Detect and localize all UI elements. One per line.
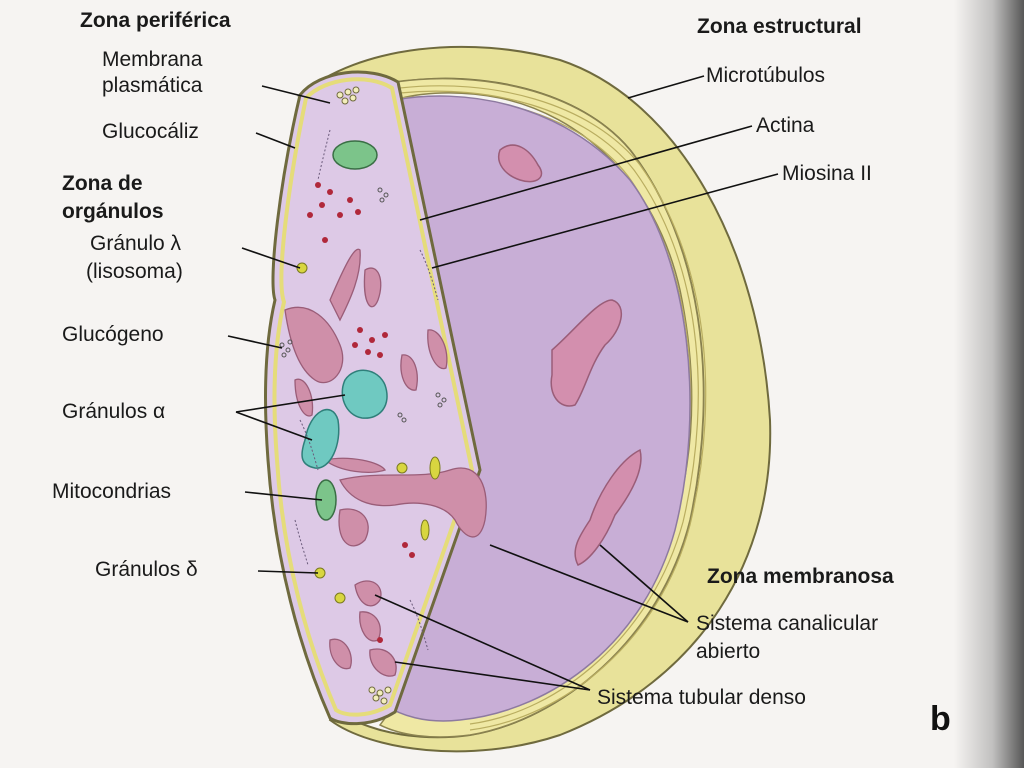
label-actin: Actina bbox=[756, 114, 815, 137]
heading-organelle-zone-2: orgánulos bbox=[62, 200, 164, 223]
alpha-granule bbox=[301, 408, 340, 469]
label-alpha-granules: Gránulos α bbox=[62, 400, 166, 423]
canalicular-blobs-section bbox=[284, 248, 487, 677]
label-dense-tubular: Sistema tubular denso bbox=[597, 686, 806, 709]
actin-filaments bbox=[294, 129, 439, 651]
platelet-inner-face bbox=[384, 95, 691, 722]
label-glycogen: Glucógeno bbox=[62, 323, 164, 346]
glycogen-clusters bbox=[279, 187, 447, 423]
label-open-canalicular-2: abierto bbox=[696, 640, 761, 663]
label-microtubules: Microtúbulos bbox=[706, 64, 826, 87]
label-delta-granules: Gránulos δ bbox=[95, 558, 198, 581]
canalicular-blobs-face bbox=[498, 144, 642, 566]
lambda-granule bbox=[296, 262, 308, 274]
figure-letter: b bbox=[930, 700, 951, 738]
alpha-granule bbox=[341, 369, 388, 419]
mitochondrion bbox=[332, 140, 378, 170]
label-myosin: Miosina II bbox=[782, 162, 872, 185]
label-plasma-membrane-2: plasmática bbox=[102, 74, 203, 97]
microtubule-bundles bbox=[336, 86, 392, 705]
page-edge-shadow bbox=[954, 0, 1024, 768]
heading-peripheral-zone: Zona periférica bbox=[80, 9, 231, 32]
label-lambda-granule-1: Gránulo λ bbox=[90, 232, 182, 255]
alpha-granules bbox=[301, 369, 388, 469]
label-mitochondria: Mitocondrias bbox=[52, 480, 172, 503]
heading-organelle-zone-1: Zona de bbox=[62, 172, 143, 195]
yellow-granules bbox=[296, 262, 441, 604]
cross-section-membrane bbox=[272, 77, 475, 717]
heading-membrane-zone: Zona membranosa bbox=[707, 565, 894, 588]
label-open-canalicular-1: Sistema canalicular bbox=[696, 612, 879, 635]
mitochondria-shapes bbox=[315, 140, 378, 521]
heading-structural-zone: Zona estructural bbox=[697, 15, 862, 38]
label-plasma-membrane-1: Membrana bbox=[102, 48, 203, 71]
label-lambda-granule-2: (lisosoma) bbox=[86, 260, 183, 283]
label-glycocalyx: Glucocáliz bbox=[102, 120, 199, 143]
red-dot-cluster bbox=[307, 182, 415, 643]
leader-lines bbox=[227, 75, 779, 691]
